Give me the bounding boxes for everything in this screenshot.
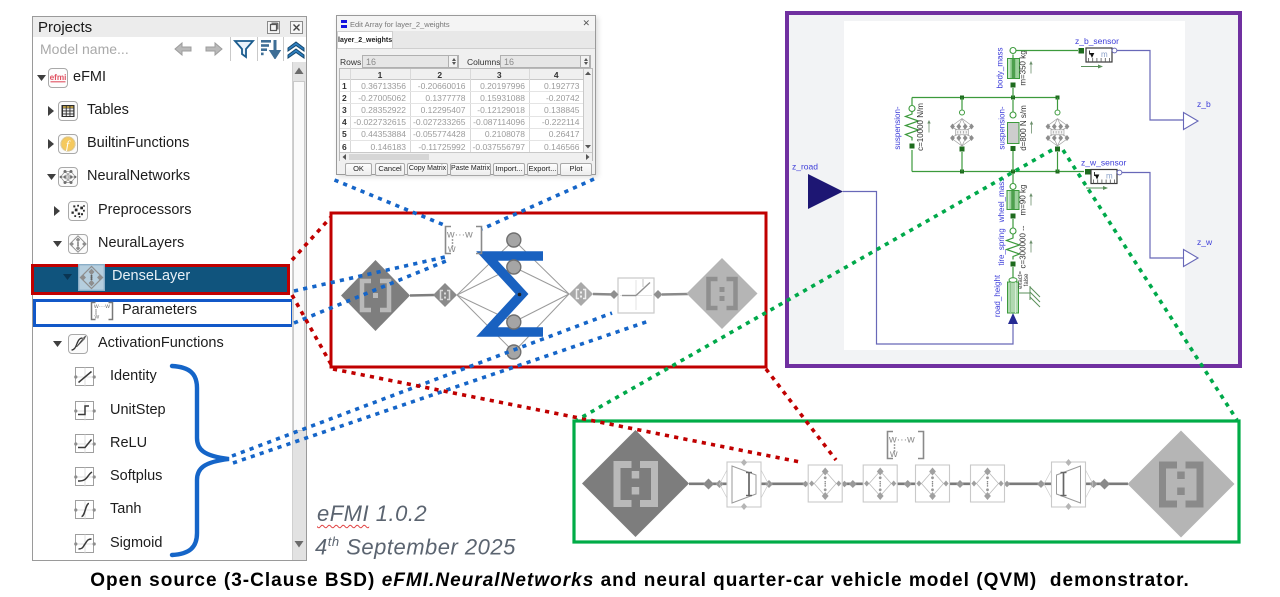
svg-text:m: m: [1106, 172, 1113, 181]
svg-text:c=10000 N/m: c=10000 N/m: [916, 103, 925, 151]
svg-text:c=300000 --: c=300000 --: [1019, 225, 1028, 268]
svg-text:body_mass: body_mass: [996, 48, 1005, 89]
svg-text:z_b: z_b: [1197, 99, 1211, 109]
svg-text:z_b_sensor: z_b_sensor: [1075, 36, 1119, 46]
svg-text:z_w: z_w: [1197, 237, 1213, 247]
svg-text:false: false: [1024, 273, 1030, 286]
svg-text:w···w: w···w: [446, 229, 473, 241]
svg-text:w: w: [447, 243, 456, 255]
svg-text:z_w_sensor: z_w_sensor: [1081, 158, 1127, 168]
svg-text:exact=: exact=: [1018, 271, 1024, 289]
svg-text:suspension-: suspension-: [998, 106, 1007, 149]
svg-text:f: f: [66, 138, 71, 152]
svg-text:w···w: w···w: [93, 303, 110, 310]
svg-text:m=90 kg: m=90 kg: [1019, 185, 1028, 216]
svg-text:wheel_mass: wheel_mass: [997, 178, 1006, 223]
svg-text:tire_spring: tire_spring: [997, 228, 1006, 265]
svg-text:m=350 kg: m=350 kg: [1019, 50, 1028, 85]
svg-text:road_height: road_height: [993, 274, 1002, 317]
svg-text:efmi: efmi: [50, 73, 67, 82]
svg-text:d=800 N s/m: d=800 N s/m: [1019, 105, 1028, 151]
svg-text:z_road: z_road: [792, 162, 818, 172]
svg-text:w: w: [889, 448, 898, 460]
svg-text:suspension-: suspension-: [893, 106, 902, 149]
svg-text:m: m: [1101, 50, 1108, 59]
svg-text:w: w: [94, 313, 100, 320]
svg-text:w···w: w···w: [888, 434, 915, 446]
